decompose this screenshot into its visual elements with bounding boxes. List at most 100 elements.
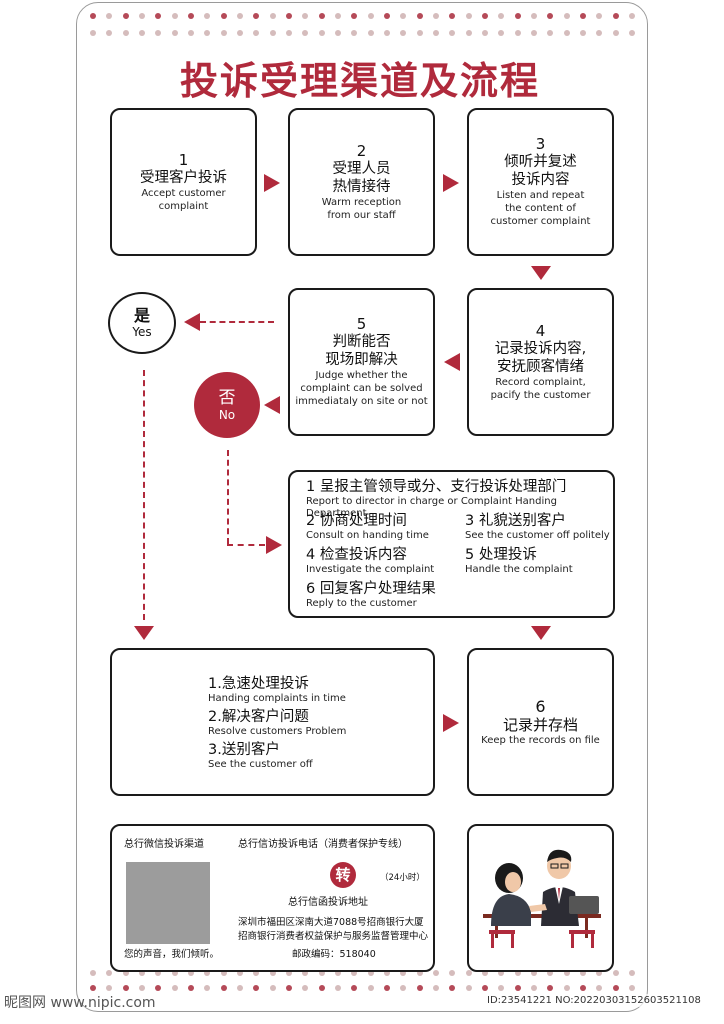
decorative-dot — [253, 30, 260, 36]
decorative-dot — [579, 30, 586, 36]
top-dot-row-1 — [90, 13, 635, 21]
decorative-dot — [155, 13, 162, 19]
decorative-dot — [269, 970, 276, 976]
bottom-dot-row-1 — [90, 970, 635, 978]
decorative-dot — [432, 13, 439, 19]
no-branch-item-4: 4 检查投诉内容 Investigate the complaint — [306, 547, 434, 576]
no-branch-item-4-cn: 4 检查投诉内容 — [306, 547, 407, 563]
decorative-dot — [269, 985, 276, 991]
decorative-dot — [155, 30, 162, 36]
letter-channel-title: 总行信函投诉地址 — [288, 897, 368, 908]
decorative-dot — [481, 30, 488, 36]
decorative-dot — [563, 13, 570, 19]
decorative-dot — [563, 985, 570, 991]
decorative-dot — [90, 985, 96, 991]
decorative-dot — [187, 30, 194, 36]
decorative-dot — [514, 970, 521, 976]
step-3-en-line-1: Listen and repeat — [496, 190, 585, 201]
decorative-dot — [596, 30, 603, 36]
step-2-number: 2 — [356, 141, 367, 160]
arrow-to-yes-branch — [134, 626, 154, 640]
dashed-line-to-yes — [200, 321, 274, 323]
decorative-dot — [285, 30, 292, 36]
wechat-channel-title: 总行微信投诉渠道 — [124, 839, 204, 850]
decorative-dot — [596, 985, 603, 991]
decorative-dot — [122, 985, 129, 991]
decorative-dot — [302, 13, 309, 19]
decorative-dot — [334, 13, 341, 19]
decorative-dot — [514, 13, 521, 19]
step-3-number: 3 — [535, 135, 546, 153]
decorative-dot — [236, 13, 243, 19]
no-branch-item-2-cn: 2 协商处理时间 — [306, 513, 407, 529]
arrow-to-no-branch — [266, 536, 282, 554]
decorative-dot — [302, 970, 309, 976]
decorative-dot — [628, 985, 635, 991]
step-6-box: 6 记录并存档 Keep the records on file — [467, 648, 614, 796]
decorative-dot — [171, 13, 178, 19]
decorative-dot — [187, 13, 194, 19]
step-1-number: 1 — [178, 150, 189, 169]
step-2-title-line-2: 热情接待 — [332, 178, 391, 195]
decorative-dot — [171, 970, 178, 976]
yes-branch-item-1-cn: 1.急速处理投诉 — [208, 676, 309, 692]
wechat-caption: 您的声音，我们倾听。 — [124, 949, 220, 960]
decorative-dot — [514, 30, 521, 36]
step-1-box: 1 受理客户投诉 Accept customer complaint — [110, 108, 257, 256]
decorative-dot — [334, 985, 341, 991]
dashed-line-yes-down — [143, 370, 145, 620]
step-2-en-line-2: from our staff — [327, 209, 396, 221]
no-branch-item-6-cn: 6 回复客户处理结果 — [306, 581, 436, 597]
step-5-number: 5 — [356, 315, 367, 333]
no-branch-item-5: 5 处理投诉 Handle the complaint — [465, 547, 573, 576]
decorative-dot — [481, 970, 488, 976]
arrow-3-to-4 — [531, 266, 551, 280]
decorative-dot — [318, 985, 325, 991]
decorative-dot — [138, 30, 145, 36]
arrow-yes-branch-to-6 — [443, 714, 459, 732]
no-branch-item-3-en: See the customer off politely — [465, 530, 610, 541]
yes-branch-item-3-en: See the customer off — [208, 759, 313, 770]
decorative-dot — [318, 30, 325, 36]
yes-cn: 是 — [133, 305, 150, 325]
decorative-dot — [530, 985, 537, 991]
decorative-dot — [138, 985, 145, 991]
decorative-dot — [285, 13, 292, 19]
no-cn: 否 — [218, 387, 236, 408]
decorative-dot — [367, 13, 374, 19]
decorative-dot — [318, 970, 325, 976]
decorative-dot — [449, 30, 456, 36]
decorative-dot — [579, 13, 586, 19]
decorative-dot — [400, 13, 407, 19]
decorative-dot — [236, 970, 243, 976]
arrow-5-to-no — [264, 396, 280, 414]
decorative-dot — [547, 30, 554, 36]
decorative-dot — [351, 30, 358, 36]
arrow-4-to-5 — [444, 353, 460, 371]
decorative-dot — [612, 985, 619, 991]
step-3-en-line-3: customer complaint — [490, 216, 591, 227]
decorative-dot — [596, 970, 603, 976]
step-1-en-line-2: complaint — [158, 200, 209, 212]
step-1-title: 受理客户投诉 — [140, 169, 227, 186]
yes-decision-node: 是 Yes — [108, 292, 176, 354]
no-branch-item-2-en: Consult on handing time — [306, 530, 429, 541]
decorative-dot — [106, 30, 113, 36]
no-branch-item-1-cn: 1 呈报主管领导或分、支行投诉处理部门 — [306, 479, 567, 495]
decorative-dot — [416, 970, 423, 976]
decorative-dot — [400, 970, 407, 976]
step-3-box: 3 倾听并复述 投诉内容 Listen and repeat the conte… — [467, 108, 614, 256]
contact-info-box: 总行微信投诉渠道 您的声音，我们倾听。 总行信访投诉电话（消费者保护专线） 转 … — [110, 824, 435, 972]
decorative-dot — [465, 985, 472, 991]
decorative-dot — [432, 985, 439, 991]
decorative-dot — [547, 13, 554, 19]
decorative-dot — [236, 30, 243, 36]
top-dot-row-2 — [90, 30, 635, 38]
yes-branch-item-2-en: Resolve customers Problem — [208, 726, 347, 737]
step-4-en-line-2: pacify the customer — [490, 389, 591, 401]
step-4-title-line-1: 记录投诉内容, — [494, 340, 587, 357]
decorative-dot — [90, 13, 96, 19]
decorative-dot — [367, 985, 374, 991]
decorative-dot — [481, 985, 488, 991]
yes-branch-item-1: 1.急速处理投诉 Handing complaints in time — [208, 676, 346, 705]
